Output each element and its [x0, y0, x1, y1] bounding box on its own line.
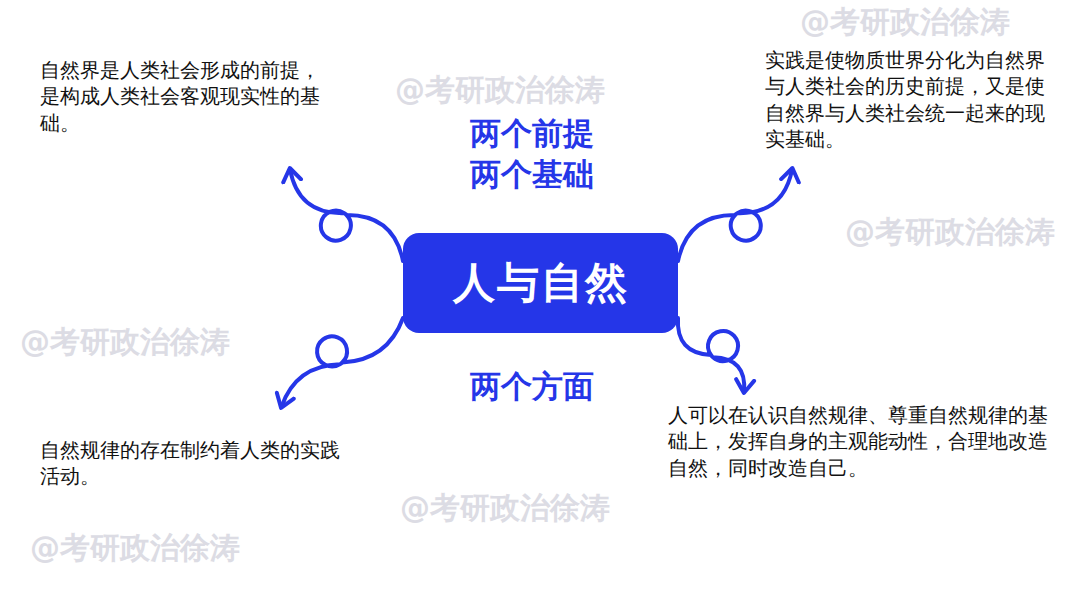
curly-arrow — [290, 169, 403, 261]
branch-text: 人可以在认识自然规律、尊重自然规律的基础上，发挥自身的主观能动性，合理地改造自然… — [666, 400, 1056, 484]
group-heading: 两个方面 — [470, 366, 620, 407]
group-heading: 两个前提 两个基础 — [470, 113, 620, 195]
branch-text: 自然规律的存在制约着人类的实践活动。 — [38, 435, 350, 492]
watermark: @考研政治徐涛 — [20, 322, 230, 363]
branch-text: 实践是使物质世界分化为自然界与人类社会的历史前提，又是使自然界与人类社会统一起来… — [763, 45, 1055, 155]
curly-arrow — [678, 169, 792, 261]
watermark: @考研政治徐涛 — [845, 212, 1055, 253]
curly-arrow — [281, 318, 403, 407]
watermark: @考研政治徐涛 — [800, 2, 1010, 43]
branch-text: 自然界是人类社会形成的前提，是构成人类社会客观现实性的基础。 — [38, 55, 338, 139]
node-text: 人与自然 — [413, 255, 668, 311]
node-text: 人可以在认识自然规律、尊重自然规律的基础上，发挥自身的主观能动性，合理地改造自然… — [668, 402, 1054, 481]
watermark: @考研政治徐涛 — [395, 70, 605, 111]
watermark: @考研政治徐涛 — [30, 528, 240, 569]
central-topic-box: 人与自然 — [403, 233, 678, 333]
node-text: 自然规律的存在制约着人类的实践活动。 — [40, 437, 348, 490]
curly-arrow — [678, 318, 744, 392]
node-text: 自然界是人类社会形成的前提，是构成人类社会客观现实性的基础。 — [40, 57, 336, 136]
node-text: 实践是使物质世界分化为自然界与人类社会的历史前提，又是使自然界与人类社会统一起来… — [765, 47, 1053, 153]
watermark: @考研政治徐涛 — [400, 488, 610, 529]
